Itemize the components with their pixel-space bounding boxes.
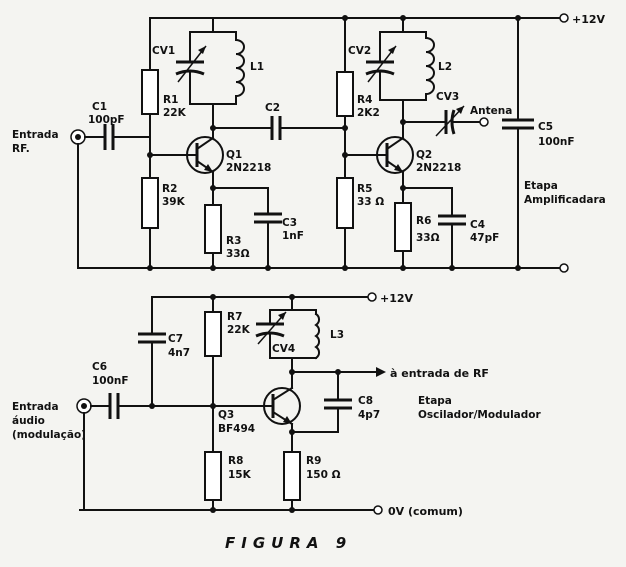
svg-text:33Ω: 33Ω [416, 232, 440, 244]
label-q2: Q2 [416, 149, 432, 161]
q2-transistor [376, 136, 414, 174]
label-r7: R7 [227, 311, 242, 323]
l1-inductor [234, 38, 245, 98]
r4-resistor [336, 71, 354, 117]
l2-inductor [424, 36, 435, 96]
label-c6: C6 [92, 361, 107, 373]
r9-resistor [283, 451, 301, 501]
vcc-terminal-top [559, 13, 569, 23]
svg-text:BF494: BF494 [218, 423, 255, 435]
svg-text:2K2: 2K2 [357, 107, 380, 119]
amplifier-stage: Entrada RF. C1 100pF R1 22K CV1 L1 C2 Q1… [12, 13, 606, 273]
label-etapa-oscilador: Etapa [418, 395, 452, 407]
label-cv4: CV4 [272, 343, 295, 355]
r3-resistor [204, 204, 222, 254]
r5-resistor [336, 177, 354, 229]
r2-resistor [141, 177, 159, 229]
svg-text:2N2218: 2N2218 [226, 162, 271, 174]
label-q1: Q1 [226, 149, 242, 161]
svg-text:39K: 39K [162, 196, 186, 208]
label-r8: R8 [228, 455, 243, 467]
r6-resistor [394, 202, 412, 252]
svg-text:4n7: 4n7 [168, 347, 190, 359]
label-c7: C7 [168, 333, 183, 345]
svg-text:(modulação): (modulação) [12, 429, 86, 441]
r7-resistor [204, 311, 222, 357]
label-cv1: CV1 [152, 45, 175, 57]
l3-inductor [314, 312, 320, 360]
label-r1: R1 [163, 94, 178, 106]
label-c2: C2 [265, 102, 280, 114]
label-c4: C4 [470, 219, 485, 231]
vcc-terminal-bottom [367, 292, 377, 302]
r8-resistor [204, 451, 222, 501]
svg-text:100nF: 100nF [92, 375, 129, 387]
label-vcc-bottom: +12V [380, 292, 414, 305]
oscillator-stage: +12V C7 4n7 R7 22K CV4 L3 à entrada de R… [12, 292, 541, 518]
ground-terminal-top [559, 263, 569, 273]
label-entrada-rf-output: à entrada de RF [390, 367, 489, 380]
svg-text:33Ω: 33Ω [226, 248, 250, 260]
figure-title: FIGURA 9 [225, 534, 352, 552]
label-cv3: CV3 [436, 91, 459, 103]
svg-text:22K: 22K [227, 324, 251, 336]
label-entrada-audio: Entrada [12, 401, 59, 413]
svg-text:1nF: 1nF [282, 230, 304, 242]
r1-resistor [141, 69, 159, 115]
label-etapa-amplificadora: Etapa [524, 180, 558, 192]
svg-text:100nF: 100nF [538, 136, 575, 148]
label-r3: R3 [226, 235, 241, 247]
svg-text:Amplificadara: Amplificadara [524, 194, 606, 206]
label-r2: R2 [162, 183, 177, 195]
label-l1: L1 [250, 61, 264, 73]
label-antena: Antena [470, 105, 512, 117]
label-r9: R9 [306, 455, 321, 467]
label-cv2: CV2 [348, 45, 371, 57]
label-ground: 0V (comum) [388, 505, 463, 518]
svg-text:2N2218: 2N2218 [416, 162, 461, 174]
svg-text:22K: 22K [163, 107, 187, 119]
svg-text:4p7: 4p7 [358, 409, 380, 421]
svg-text:33 Ω: 33 Ω [357, 196, 384, 208]
label-r6: R6 [416, 215, 431, 227]
label-c1: C1 [92, 101, 107, 113]
svg-text:RF.: RF. [12, 143, 30, 155]
svg-text:47pF: 47pF [470, 232, 499, 244]
q1-transistor [186, 136, 224, 174]
label-r5: R5 [357, 183, 372, 195]
label-l3: L3 [330, 329, 344, 341]
label-l2: L2 [438, 61, 452, 73]
ground-terminal-bottom [373, 505, 383, 515]
svg-text:15K: 15K [228, 469, 252, 481]
label-r4: R4 [357, 94, 372, 106]
label-c5: C5 [538, 121, 553, 133]
label-c3: C3 [282, 217, 297, 229]
svg-text:áudio: áudio [12, 415, 45, 427]
label-entrada-rf: Entrada [12, 129, 59, 141]
svg-text:150 Ω: 150 Ω [306, 469, 341, 481]
label-q3: Q3 [218, 409, 234, 421]
antenna-terminal [479, 117, 489, 127]
label-c8: C8 [358, 395, 373, 407]
label-vcc-top: +12V [572, 13, 606, 26]
svg-text:100pF: 100pF [88, 114, 125, 126]
output-arrow [376, 367, 386, 377]
svg-text:Oscilador/Modulador: Oscilador/Modulador [418, 409, 541, 421]
